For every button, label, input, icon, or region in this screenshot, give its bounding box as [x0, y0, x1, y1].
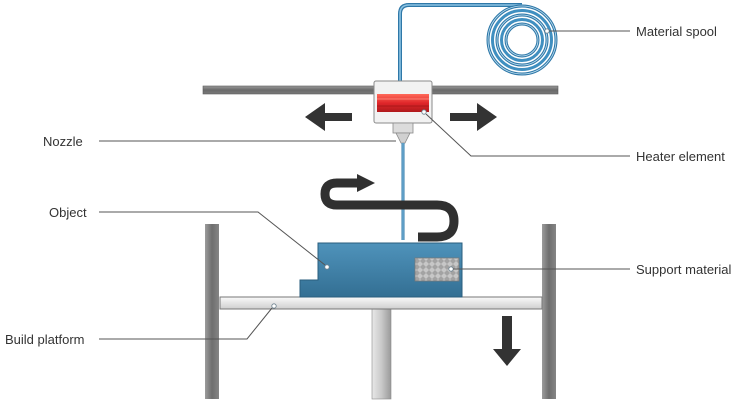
curved-arrow-icon — [320, 174, 459, 242]
label-support-material: Support material — [636, 262, 731, 277]
label-material-spool: Material spool — [636, 24, 717, 39]
label-nozzle: Nozzle — [43, 134, 83, 149]
leader-object — [99, 211, 326, 266]
arrow-down-icon — [493, 316, 521, 366]
material-spool-icon — [486, 4, 558, 76]
label-heater-element: Heater element — [636, 149, 725, 164]
heater-element — [377, 94, 429, 112]
label-object: Object — [49, 205, 87, 220]
build-platform — [219, 296, 543, 310]
arrow-left-icon — [305, 103, 352, 131]
print-head — [373, 80, 433, 144]
label-build-platform: Build platform — [5, 332, 84, 347]
nozzle — [395, 132, 411, 144]
left-post — [205, 224, 219, 399]
object — [299, 242, 463, 298]
right-post — [542, 224, 556, 399]
leader-build-platform — [99, 307, 273, 340]
platform-column — [371, 308, 392, 400]
leader-heater-element — [425, 113, 630, 157]
arrow-right-icon — [450, 103, 497, 131]
